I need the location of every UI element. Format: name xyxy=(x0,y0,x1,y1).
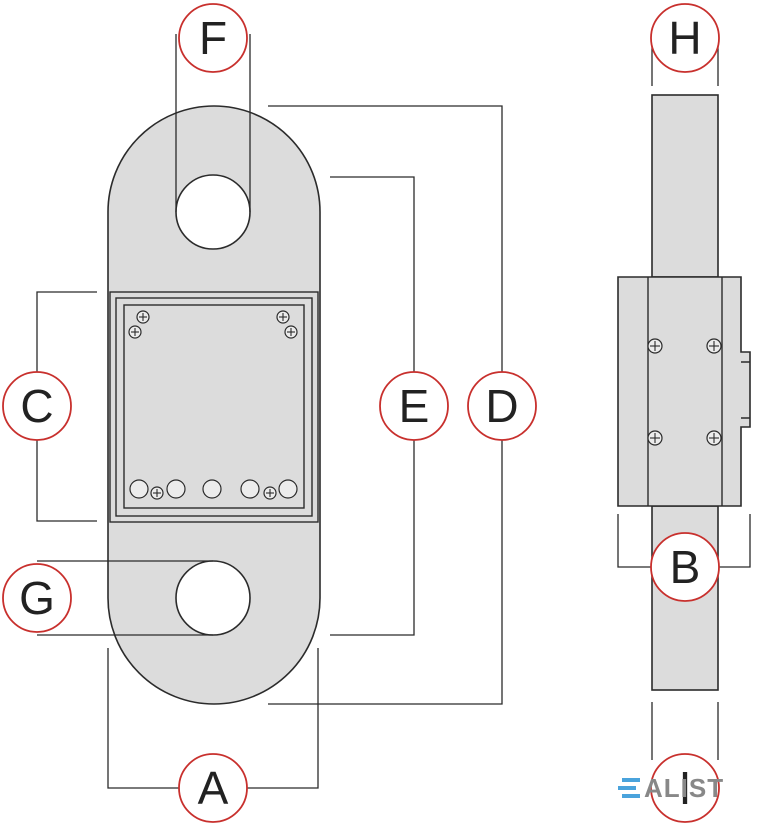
front-body xyxy=(107,105,321,705)
panel-screw-icon xyxy=(128,325,142,339)
side-housing xyxy=(617,276,751,507)
dim-i xyxy=(651,702,719,760)
label-i-text: I xyxy=(679,762,692,814)
side-screw-icon xyxy=(706,338,722,354)
label-bubble-g: G xyxy=(2,563,72,633)
label-bubble-f: F xyxy=(178,3,248,73)
label-a-text: A xyxy=(198,762,229,814)
display-screen xyxy=(123,304,305,509)
label-c-text: C xyxy=(20,380,53,432)
side-screw-icon xyxy=(647,430,663,446)
label-b-text: B xyxy=(670,541,701,593)
label-bubble-h: H xyxy=(650,3,720,73)
panel-screw-icon xyxy=(276,310,290,324)
dim-g xyxy=(37,560,213,636)
label-bubble-i: I xyxy=(650,753,720,823)
label-d-text: D xyxy=(485,380,518,432)
alist-logo: ALIST xyxy=(618,773,724,803)
label-bubble-b: B xyxy=(650,532,720,602)
label-g-text: G xyxy=(19,572,55,624)
label-f-text: F xyxy=(199,12,227,64)
display-panel-frame xyxy=(115,297,313,517)
panel-screw-icon xyxy=(136,310,150,324)
panel-screw-icon xyxy=(150,486,164,500)
front-view xyxy=(107,105,321,705)
side-upper-bar xyxy=(651,94,719,278)
label-bubble-e: E xyxy=(379,371,449,441)
label-h-text: H xyxy=(668,12,701,64)
panel-button xyxy=(240,479,260,499)
panel-screw-icon xyxy=(263,486,277,500)
panel-button xyxy=(202,479,222,499)
bottom-shackle-hole xyxy=(175,560,251,636)
panel-button xyxy=(129,479,149,499)
dim-f xyxy=(175,34,251,212)
side-screw-icon xyxy=(706,430,722,446)
top-shackle-hole xyxy=(175,174,251,250)
label-e-text: E xyxy=(399,380,430,432)
panel-button xyxy=(278,479,298,499)
label-bubble-a: A xyxy=(178,753,248,823)
display-panel-outer xyxy=(109,291,319,523)
side-view xyxy=(617,94,751,691)
label-bubble-c: C xyxy=(2,371,72,441)
panel-screw-icon xyxy=(284,325,298,339)
logo-text: ALIST xyxy=(644,773,724,803)
panel-button xyxy=(166,479,186,499)
side-screw-icon xyxy=(647,338,663,354)
label-bubble-d: D xyxy=(467,371,537,441)
